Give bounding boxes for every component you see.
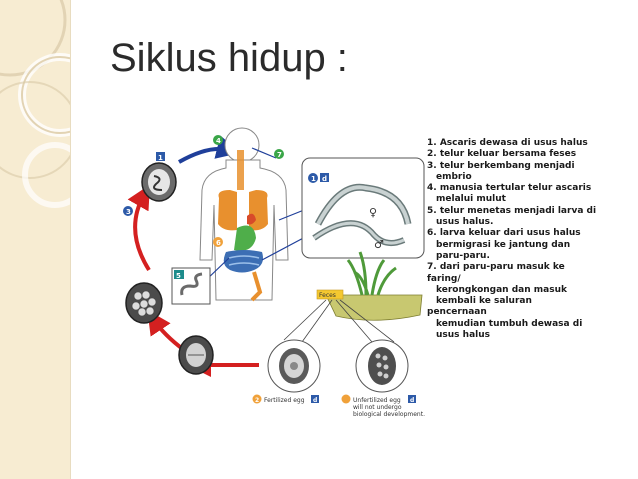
svg-text:3: 3 bbox=[126, 208, 131, 216]
legend-line: 5. telur menetas menjadi larva di bbox=[427, 205, 597, 216]
svg-text:1: 1 bbox=[158, 154, 163, 162]
step-badge-6: 6 bbox=[213, 237, 223, 247]
unfertilized-caption-line-2: will not undergo bbox=[353, 404, 402, 411]
female-symbol: ♀ bbox=[369, 206, 377, 219]
legend-line: bermigrasi ke jantung dan bbox=[436, 239, 571, 250]
legend-line: 3. telur berkembang menjadi bbox=[427, 160, 575, 171]
svg-text:2: 2 bbox=[255, 397, 259, 404]
egg-segmented bbox=[125, 282, 163, 324]
stomach bbox=[234, 225, 256, 251]
legend-line: 2. telur keluar bersama feses bbox=[427, 149, 577, 160]
legend-line: 4. manusia tertular telur ascaris bbox=[427, 183, 592, 194]
legend-line: melalui mulut bbox=[436, 194, 506, 205]
legend-line: 6. larva keluar dari usus halus bbox=[427, 228, 581, 239]
fertilized-egg bbox=[267, 339, 321, 393]
step-badge-d-unfertilized: d bbox=[341, 394, 416, 404]
step-badge-d-fertilized: d bbox=[311, 395, 319, 404]
heart bbox=[247, 213, 256, 225]
unfertilized-caption-line-1: Unfertilized egg bbox=[353, 397, 401, 404]
legend-line: 1. Ascaris dewasa di usus halus bbox=[427, 138, 588, 148]
unfertilized-caption-line-3: biological development. bbox=[353, 411, 425, 418]
svg-text:d: d bbox=[322, 175, 327, 183]
legend-line: kembali ke saluran bbox=[436, 296, 532, 307]
legend-line: usus halus bbox=[436, 330, 490, 341]
svg-text:6: 6 bbox=[216, 239, 221, 247]
intestine bbox=[223, 250, 263, 273]
decorative-circles bbox=[0, 0, 70, 208]
ascaris-life-cycle-diagram: ♀ ♂ Feces bbox=[123, 127, 425, 418]
step-badge-5: 5 bbox=[174, 270, 184, 280]
colon bbox=[250, 271, 263, 302]
decorative-sidebar bbox=[0, 0, 71, 479]
unfertilized-egg bbox=[355, 339, 409, 393]
svg-text:7: 7 bbox=[277, 151, 282, 159]
egg-two-cell bbox=[178, 335, 214, 375]
slide-title: Siklus hidup : bbox=[110, 36, 348, 80]
step-badge-4: 4 bbox=[213, 135, 223, 145]
lung-left bbox=[218, 190, 237, 231]
legend-line: 7. dari paru-paru masuk ke bbox=[427, 262, 565, 273]
legend-line: kemudian tumbuh dewasa di bbox=[436, 318, 583, 329]
legend-line: pencernaan bbox=[427, 307, 487, 318]
step-badge-7: 7 bbox=[274, 149, 284, 159]
legend-line: kerongkongan dan masuk bbox=[436, 284, 567, 295]
step-badge-2: 2 bbox=[252, 394, 262, 404]
step-badge-1-worms: 1 d bbox=[308, 173, 329, 183]
lung-right bbox=[249, 190, 268, 231]
svg-text:1: 1 bbox=[311, 175, 316, 183]
svg-text:5: 5 bbox=[176, 272, 181, 280]
legend-line: embrio bbox=[436, 171, 472, 182]
throat bbox=[237, 150, 244, 190]
male-symbol: ♂ bbox=[374, 238, 384, 251]
svg-text:d: d bbox=[313, 397, 317, 404]
soil-and-grass bbox=[316, 251, 423, 321]
legend-line: paru-paru. bbox=[436, 250, 490, 261]
step-badge-3: 3 bbox=[123, 206, 133, 216]
legend-line: faring/ bbox=[427, 273, 461, 284]
legend-line: usus halus. bbox=[436, 217, 494, 228]
step-badge-1: 1 bbox=[156, 152, 165, 162]
cycle-arrow-blue bbox=[178, 135, 241, 164]
svg-text:d: d bbox=[410, 397, 414, 404]
cycle-arrow-red-left bbox=[127, 184, 151, 272]
egg-embryonated bbox=[141, 162, 177, 202]
adult-worms-panel bbox=[301, 157, 425, 259]
feces-label: Feces bbox=[319, 292, 336, 299]
cycle-arrow-red-left-lower bbox=[147, 310, 186, 352]
fertilized-egg-caption: Fertilized egg bbox=[264, 397, 305, 404]
svg-text:4: 4 bbox=[216, 137, 221, 145]
